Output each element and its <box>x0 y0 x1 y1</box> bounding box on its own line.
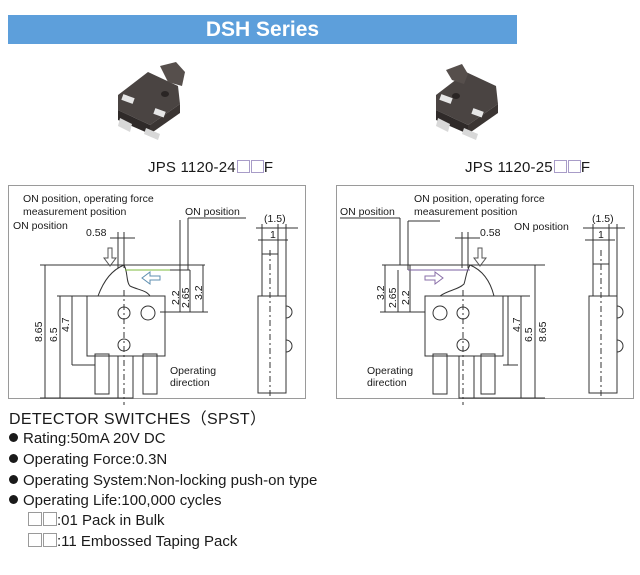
dim-1: 1 <box>598 229 604 241</box>
part-number-prefix: JPS 1120-24 <box>148 159 236 176</box>
dim-1-5: (1.5) <box>264 213 286 225</box>
spec-label: Operating System <box>23 472 144 489</box>
right-terminal <box>480 353 496 395</box>
dim-3-2: 3.2 <box>193 285 205 300</box>
placeholder-box-icon <box>553 160 567 173</box>
label-on-force-line1: ON position, operating force <box>23 193 154 205</box>
dim-8-65: 8.65 <box>537 321 549 342</box>
product-photo-left <box>118 62 498 140</box>
dim-2-65: 2.65 <box>180 287 192 308</box>
part-number-suffix: F <box>263 159 274 176</box>
left-actuator <box>97 264 151 297</box>
spec-value: Non-locking push-on type <box>147 472 318 489</box>
right-drawing-lines <box>340 217 625 405</box>
dim-4-7: 4.7 <box>511 317 523 332</box>
label-operating: Operating <box>367 365 414 377</box>
drawing-panel-right <box>336 185 634 399</box>
dim-2-65: 2.65 <box>387 287 399 308</box>
part-number-24: JPS 1120-24 F <box>148 159 273 176</box>
switch-photo-24 <box>118 62 185 140</box>
dim-3-2: 3.2 <box>375 285 387 300</box>
part-number-25: JPS 1120-25 F <box>465 159 590 176</box>
dim-8-65: 8.65 <box>33 321 45 342</box>
bullet-icon <box>9 454 18 463</box>
label-on-force-line1: ON position, operating force <box>414 193 545 205</box>
label-on-force-line2: measurement position <box>23 206 127 218</box>
part-number-prefix: JPS 1120-25 <box>465 159 553 176</box>
packing-bulk: :01 Pack in Bulk <box>27 512 165 529</box>
dim-1-5: (1.5) <box>592 213 614 225</box>
packing-taping: :11 Embossed Taping Pack <box>27 533 237 550</box>
spec-operating-system: Operating System:Non-locking push-on typ… <box>9 472 317 489</box>
label-on-position-top: ON position <box>185 206 240 218</box>
placeholder-box-icon <box>250 160 264 173</box>
dim-6-5: 6.5 <box>523 327 535 342</box>
dim-4-7: 4.7 <box>60 317 72 332</box>
dim-0-58: 0.58 <box>86 227 107 239</box>
right-actuator <box>439 264 495 297</box>
spec-colon: : <box>143 472 148 489</box>
label-direction: direction <box>367 377 407 389</box>
placeholder-box-icon <box>43 512 57 526</box>
placeholder-box-icon <box>28 533 42 547</box>
spec-rating: Rating:50mA 20V DC <box>9 430 166 447</box>
packing-code: :11 Embossed Taping Pack <box>57 533 238 550</box>
right-side-body <box>588 295 618 394</box>
spec-value: 50mA 20V DC <box>70 430 166 447</box>
label-on-position-left: ON position <box>340 206 395 218</box>
dim-0-58: 0.58 <box>480 227 501 239</box>
spec-colon: : <box>131 451 136 468</box>
left-side-body <box>257 295 287 394</box>
spec-title: DETECTOR SWITCHES（SPST） <box>9 411 267 428</box>
bullet-icon <box>9 433 18 442</box>
placeholder-box-icon <box>28 512 42 526</box>
label-on-force-line2: measurement position <box>414 206 518 218</box>
series-banner: DSH Series <box>8 15 517 44</box>
right-terminal <box>432 353 448 395</box>
label-on-position-right: ON position <box>514 221 569 233</box>
packing-code: :01 Pack in Bulk <box>57 512 165 529</box>
left-switch-body <box>86 295 166 357</box>
spec-operating-force: Operating Force:0.3N <box>9 451 167 468</box>
placeholder-box-icon <box>43 533 57 547</box>
dim-2-2: 2.2 <box>400 290 412 305</box>
spec-value: 100,000 cycles <box>121 492 222 509</box>
placeholder-box-icon <box>236 160 250 173</box>
spec-colon: : <box>66 430 71 447</box>
switch-photo-25 <box>436 64 498 140</box>
label-direction: direction <box>170 377 210 389</box>
spec-label: Operating Life <box>23 492 118 509</box>
series-title: DSH Series <box>205 17 320 41</box>
spec-value: 0.3N <box>135 451 168 468</box>
spec-label: Operating Force <box>23 451 132 468</box>
left-drawing-lines <box>40 217 298 405</box>
left-terminal <box>142 353 158 395</box>
spec-operating-life: Operating Life:100,000 cycles <box>9 492 221 509</box>
label-operating: Operating <box>170 365 217 377</box>
left-terminal <box>94 353 110 395</box>
right-switch-body <box>424 295 504 357</box>
dim-6-5: 6.5 <box>48 327 60 342</box>
spec-label: Rating <box>23 430 67 447</box>
spec-colon: : <box>117 492 122 509</box>
placeholder-box-icon <box>567 160 581 173</box>
label-on-position-left: ON position <box>13 220 68 232</box>
bullet-icon <box>9 475 18 484</box>
dim-1: 1 <box>270 229 276 241</box>
part-number-suffix: F <box>580 159 591 176</box>
bullet-icon <box>9 495 18 504</box>
